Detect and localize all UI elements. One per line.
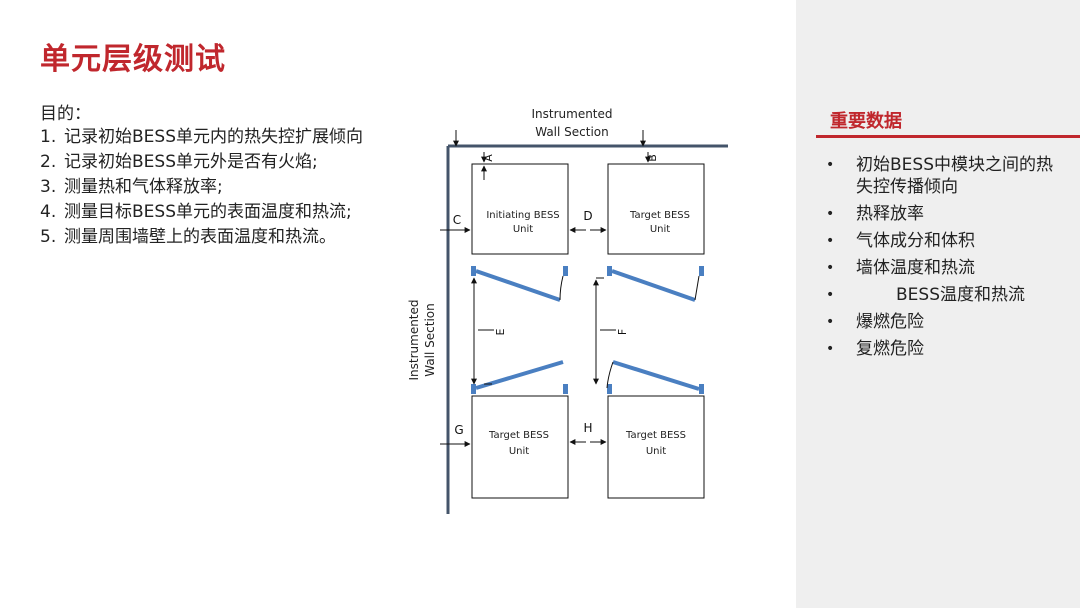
- top-wall-label-line2: Wall Section: [535, 125, 609, 139]
- bullet-icon: •: [826, 260, 835, 276]
- door-target-unit-top-right: [596, 266, 704, 302]
- dimension-label-h: H: [583, 421, 592, 435]
- page-title: 单元层级测试: [40, 42, 226, 77]
- target-bess-unit-bottom-right: [607, 395, 705, 499]
- initiating-bess-unit: [471, 163, 569, 255]
- bullet-icon: •: [826, 157, 835, 173]
- target-unit-bl-label-line2: Unit: [509, 446, 529, 457]
- objective-item: 2.记录初始BESS单元外是否有火焰;: [40, 152, 318, 172]
- key-data-item: •复燃危险: [826, 339, 924, 359]
- key-data-item: •爆燃危险: [826, 312, 924, 332]
- key-data-item: •BESS温度和热流: [826, 285, 1025, 305]
- dimension-label-a: A: [482, 154, 495, 162]
- key-data-heading-rule: [816, 135, 1080, 138]
- door-initiating-unit: [471, 266, 568, 302]
- initiating-unit-label-line2: Unit: [513, 224, 533, 235]
- top-wall-label-line1: Instrumented: [531, 107, 612, 121]
- objective-item: 4.测量目标BESS单元的表面温度和热流;: [40, 202, 352, 222]
- objective-item: 1.记录初始BESS单元内的热失控扩展倾向: [40, 127, 363, 147]
- target-bess-unit-bottom-left: [471, 395, 569, 499]
- target-unit-tr-label-line2: Unit: [650, 224, 670, 235]
- bullet-icon: •: [826, 206, 835, 222]
- dimension-label-f: F: [616, 329, 629, 335]
- target-unit-br-label-line1: Target BESS: [625, 430, 686, 441]
- dimension-label-e: E: [494, 328, 507, 335]
- key-data-panel-background: [796, 0, 1080, 608]
- objective-heading: 目的：: [40, 104, 91, 124]
- side-wall-label-line2: Wall Section: [423, 303, 437, 377]
- objective-list: 1.记录初始BESS单元内的热失控扩展倾向 2.记录初始BESS单元外是否有火焰…: [40, 127, 370, 248]
- key-data-item: •热释放率: [826, 204, 924, 224]
- objective-item: 3.测量热和气体释放率;: [40, 177, 223, 197]
- door-target-unit-bottom-left: [471, 360, 568, 394]
- key-data-heading: 重要数据: [830, 111, 902, 132]
- initiating-unit-label-line1: Initiating BESS: [486, 210, 559, 221]
- objective-item: 5.测量周围墙壁上的表面温度和热流。: [40, 227, 336, 247]
- key-data-list: •初始BESS中模块之间的热失控传播倾向 •热释放率 •气体成分和体积 •墙体温…: [826, 154, 1066, 365]
- test-layout-diagram: Instrumented Wall Section Instrumented W…: [400, 100, 740, 520]
- dimension-label-d: D: [583, 209, 592, 223]
- dimension-label-b: B: [646, 154, 659, 162]
- target-unit-bl-label-line1: Target BESS: [488, 430, 549, 441]
- key-data-item: •墙体温度和热流: [826, 258, 975, 278]
- target-bess-unit-top-right: [607, 163, 705, 255]
- bullet-icon: •: [826, 233, 835, 249]
- bullet-icon: •: [826, 314, 835, 330]
- dimension-label-c: C: [453, 213, 461, 227]
- bullet-icon: •: [826, 341, 835, 357]
- key-data-item: •气体成分和体积: [826, 231, 975, 251]
- bullet-icon: •: [826, 287, 835, 303]
- test-layout-svg: Instrumented Wall Section Instrumented W…: [407, 107, 728, 514]
- dimension-label-g: G: [454, 423, 463, 437]
- door-target-unit-bottom-right: [606, 360, 704, 394]
- key-data-item: •初始BESS中模块之间的热失控传播倾向: [826, 155, 1053, 197]
- target-unit-tr-label-line1: Target BESS: [629, 210, 690, 221]
- side-wall-label-line1: Instrumented: [407, 299, 421, 380]
- objective-section: 目的： 1.记录初始BESS单元内的热失控扩展倾向 2.记录初始BESS单元外是…: [40, 104, 370, 252]
- target-unit-br-label-line2: Unit: [646, 446, 666, 457]
